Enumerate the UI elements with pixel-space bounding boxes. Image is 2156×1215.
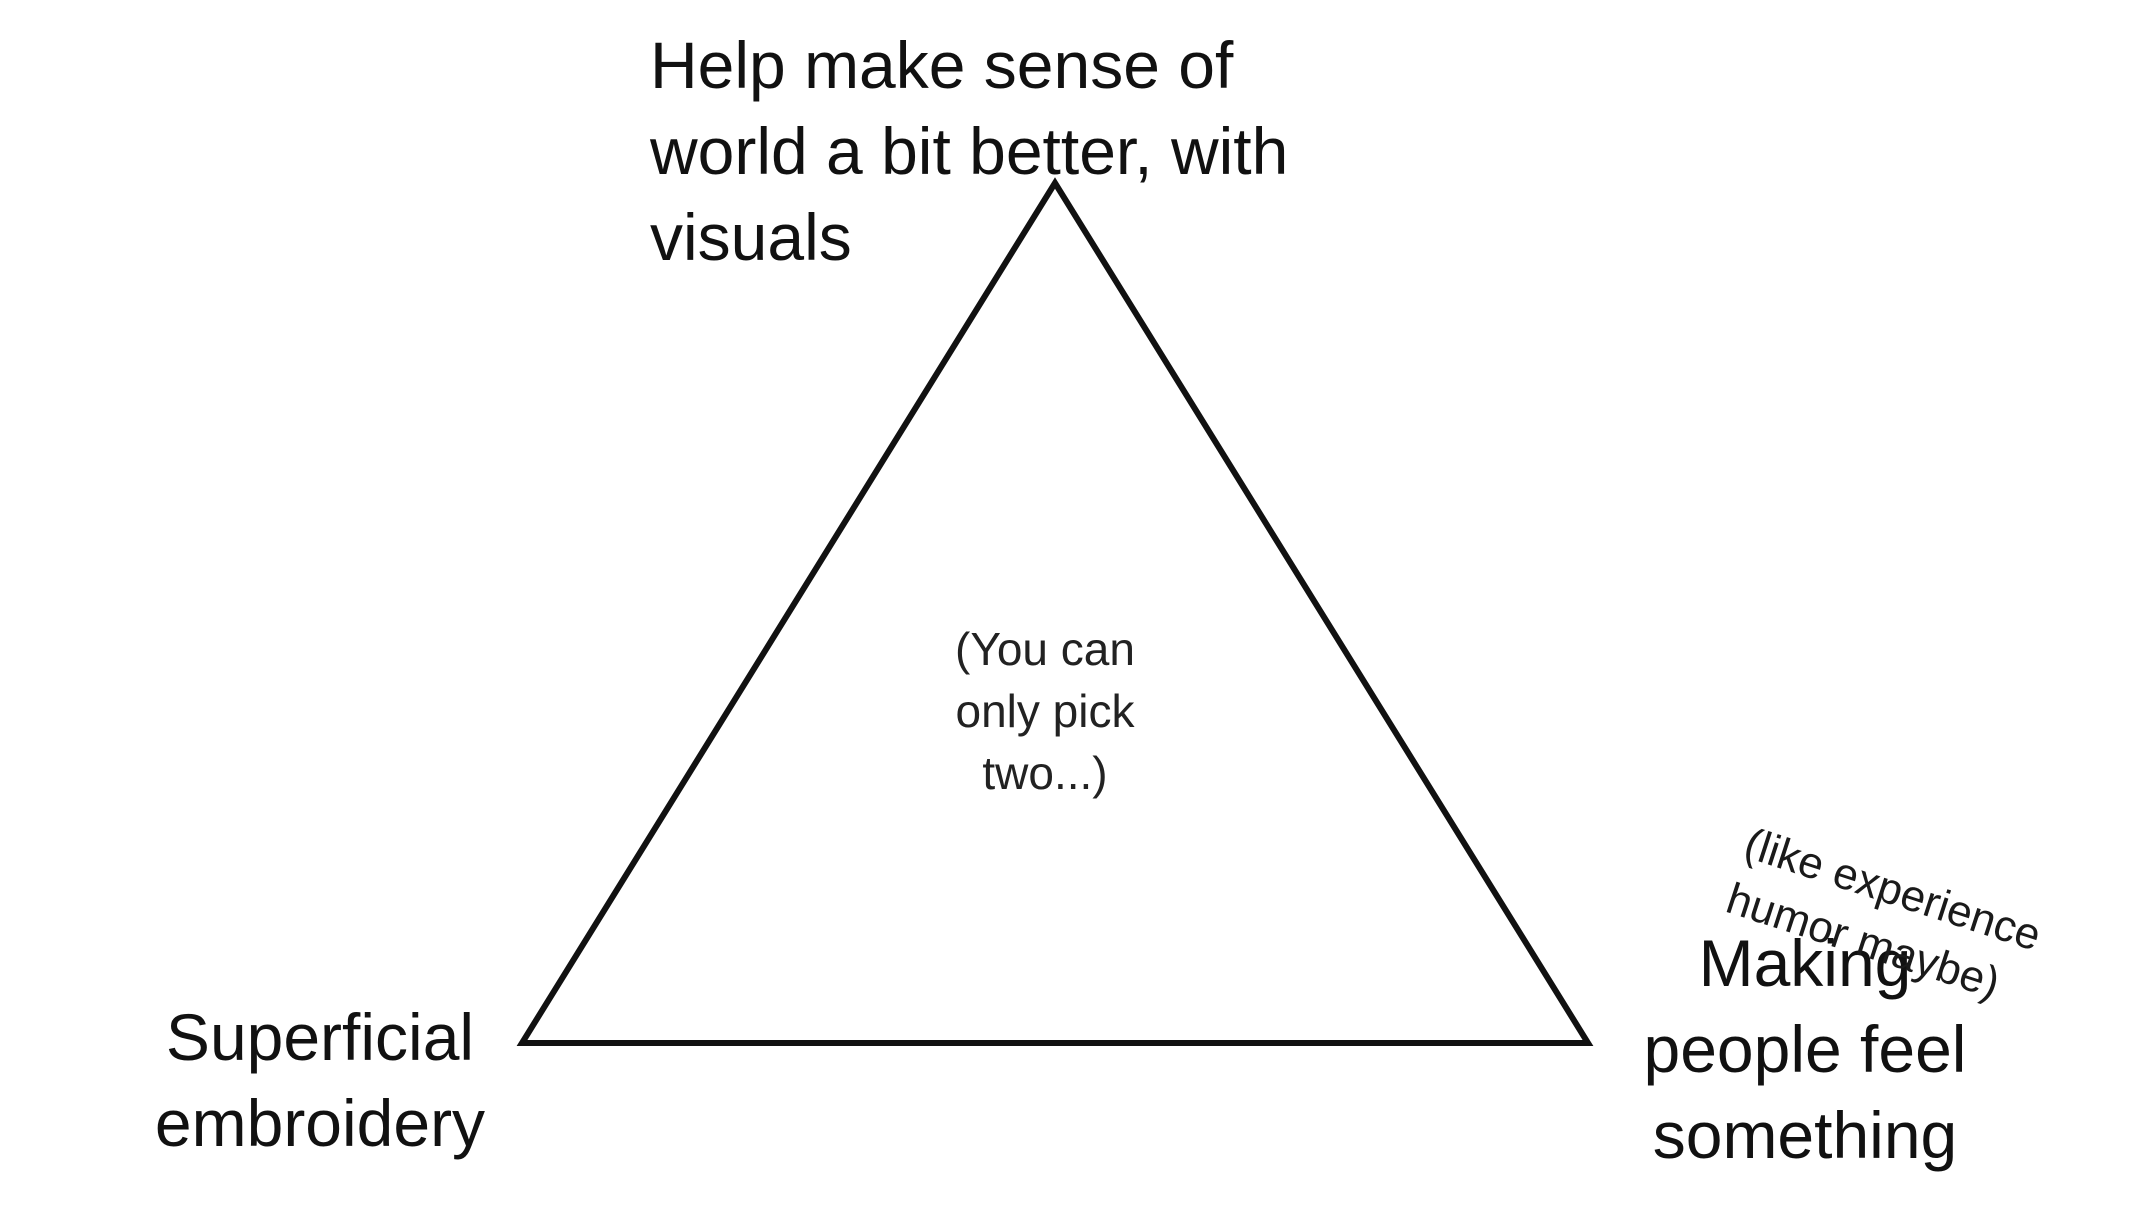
- right-vertex-line: people feel: [1643, 1012, 1967, 1086]
- triangle-shape: [516, 177, 1594, 1046]
- right-vertex-line: something: [1652, 1098, 1958, 1172]
- left-vertex-line: embroidery: [154, 1086, 486, 1160]
- top-vertex-label: Help make sense of world a bit better, w…: [650, 22, 1288, 280]
- center-note-line: two...): [982, 747, 1108, 799]
- center-note: (You can only pick two...): [895, 618, 1195, 804]
- top-vertex-line: Help make sense of: [650, 28, 1234, 102]
- left-vertex-line: Superficial: [165, 1000, 475, 1074]
- center-note-line: (You can: [955, 623, 1135, 675]
- left-vertex-label: Superficial embroidery: [120, 994, 520, 1166]
- top-vertex-line: visuals: [650, 200, 852, 274]
- top-vertex-line: world a bit better, with: [650, 114, 1289, 188]
- right-vertex-label: Making people feel something: [1595, 920, 2015, 1178]
- right-vertex-line: Making: [1698, 926, 1912, 1000]
- center-note-line: only pick: [955, 685, 1135, 737]
